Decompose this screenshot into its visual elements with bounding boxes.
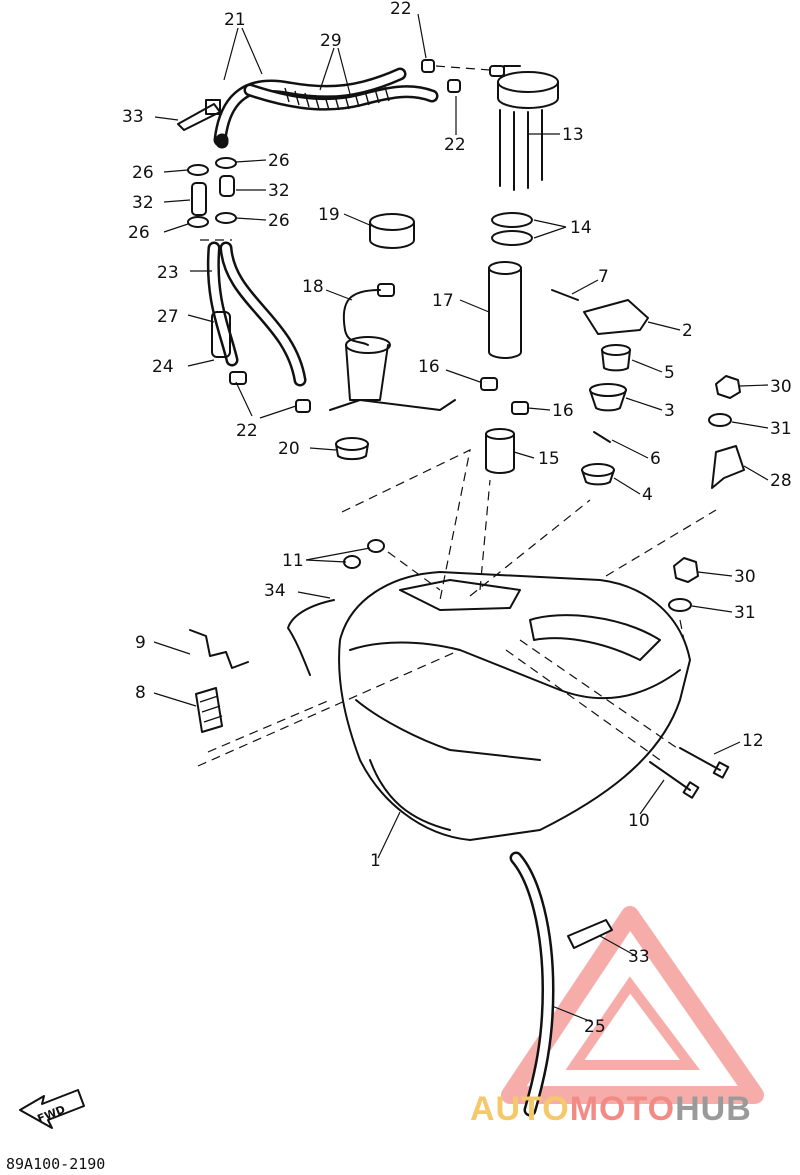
callout-19: 19 xyxy=(318,205,340,225)
callout-5: 5 xyxy=(664,363,675,383)
gaskets-14 xyxy=(491,212,533,246)
fwd-label: FWD xyxy=(36,1103,68,1126)
clamp-stack-26-32 xyxy=(187,157,237,228)
pin-7 xyxy=(551,289,579,301)
callout-25: 25 xyxy=(584,1017,606,1037)
fuel-pump-15 xyxy=(485,428,515,474)
washer-31-top xyxy=(708,413,732,427)
callout-16-b: 16 xyxy=(552,401,574,421)
corrugated-hose-29 xyxy=(243,83,439,111)
cable-tie-33-lower xyxy=(567,919,613,949)
callout-32-a: 32 xyxy=(132,193,154,213)
callout-20: 20 xyxy=(278,439,300,459)
callout-30-lower: 30 xyxy=(734,567,756,587)
bolt-12 xyxy=(679,747,730,779)
callout-6: 6 xyxy=(650,449,661,469)
callout-13: 13 xyxy=(562,125,584,145)
callout-12: 12 xyxy=(742,731,764,751)
hose-34 xyxy=(287,599,335,676)
callout-14: 14 xyxy=(570,218,592,238)
bracket-2 xyxy=(583,299,649,335)
clip-22-top xyxy=(421,59,505,93)
callout-22-top: 22 xyxy=(390,0,412,19)
damper-28 xyxy=(711,445,745,489)
fuel-tank-1 xyxy=(338,571,691,841)
callout-27: 27 xyxy=(157,307,179,327)
callout-21: 21 xyxy=(224,10,246,30)
breather-hose-21 xyxy=(213,67,407,149)
callout-11: 11 xyxy=(282,551,304,571)
callout-15: 15 xyxy=(538,449,560,469)
clip-9 xyxy=(189,629,249,669)
level-sender-18 xyxy=(329,283,456,411)
callout-33-lower: 33 xyxy=(628,947,650,967)
callout-3: 3 xyxy=(664,401,675,421)
pad-8 xyxy=(195,687,223,733)
nut-30-lower xyxy=(673,557,699,583)
callout-10: 10 xyxy=(628,811,650,831)
washers-11 xyxy=(343,539,385,569)
callout-4: 4 xyxy=(642,485,653,505)
leader-lines xyxy=(153,13,769,1023)
drain-hose-25 xyxy=(509,851,555,1117)
washer-31-lower xyxy=(668,598,692,612)
pin-6 xyxy=(593,431,611,443)
bolt-10 xyxy=(649,761,700,799)
callout-9: 9 xyxy=(135,633,146,653)
callout-32-b: 32 xyxy=(268,181,290,201)
cable-tie-33-top xyxy=(177,99,221,131)
callout-8: 8 xyxy=(135,683,146,703)
watermark-part2: MOTO xyxy=(569,1090,676,1128)
callout-31-top: 31 xyxy=(770,419,792,439)
callout-7: 7 xyxy=(598,267,609,287)
callout-26-b: 26 xyxy=(268,151,290,171)
callout-34: 34 xyxy=(264,581,286,601)
callout-24: 24 xyxy=(152,357,174,377)
spring-5 xyxy=(601,344,631,372)
callout-29: 29 xyxy=(320,31,342,51)
callout-1: 1 xyxy=(370,851,381,871)
grommet-19 xyxy=(369,213,415,249)
diagram-code: 89A100-2190 xyxy=(6,1155,106,1173)
watermark-logo xyxy=(501,906,764,1104)
callout-33-top: 33 xyxy=(122,107,144,127)
watermark-part1: AUTO xyxy=(470,1090,570,1128)
grommet-4 xyxy=(581,463,615,486)
nut-30-top xyxy=(715,375,741,399)
callout-26-d: 26 xyxy=(268,211,290,231)
grommet-20 xyxy=(335,437,369,461)
pipe-17 xyxy=(488,261,522,359)
callout-30-top: 30 xyxy=(770,377,792,397)
cap-3 xyxy=(589,383,627,412)
callout-22-lower: 22 xyxy=(236,421,258,441)
callout-16-a: 16 xyxy=(418,357,440,377)
fwd-arrow-icon: FWD xyxy=(19,1089,85,1129)
watermark-text: AUTOMOTOHUB xyxy=(470,1090,752,1129)
callout-28: 28 xyxy=(770,471,792,491)
hose-23-24-27 xyxy=(206,241,307,387)
watermark-part3: HUB xyxy=(675,1090,752,1128)
callout-31-lower: 31 xyxy=(734,603,756,623)
callout-26-c: 26 xyxy=(128,223,150,243)
callout-22-mid: 22 xyxy=(444,135,466,155)
callout-17: 17 xyxy=(432,291,454,311)
callout-26-a: 26 xyxy=(132,163,154,183)
fuel-sender-13 xyxy=(497,65,559,191)
callout-2: 2 xyxy=(682,321,693,341)
callout-18: 18 xyxy=(302,277,324,297)
callout-23: 23 xyxy=(157,263,179,283)
clamp-16 xyxy=(480,377,529,415)
